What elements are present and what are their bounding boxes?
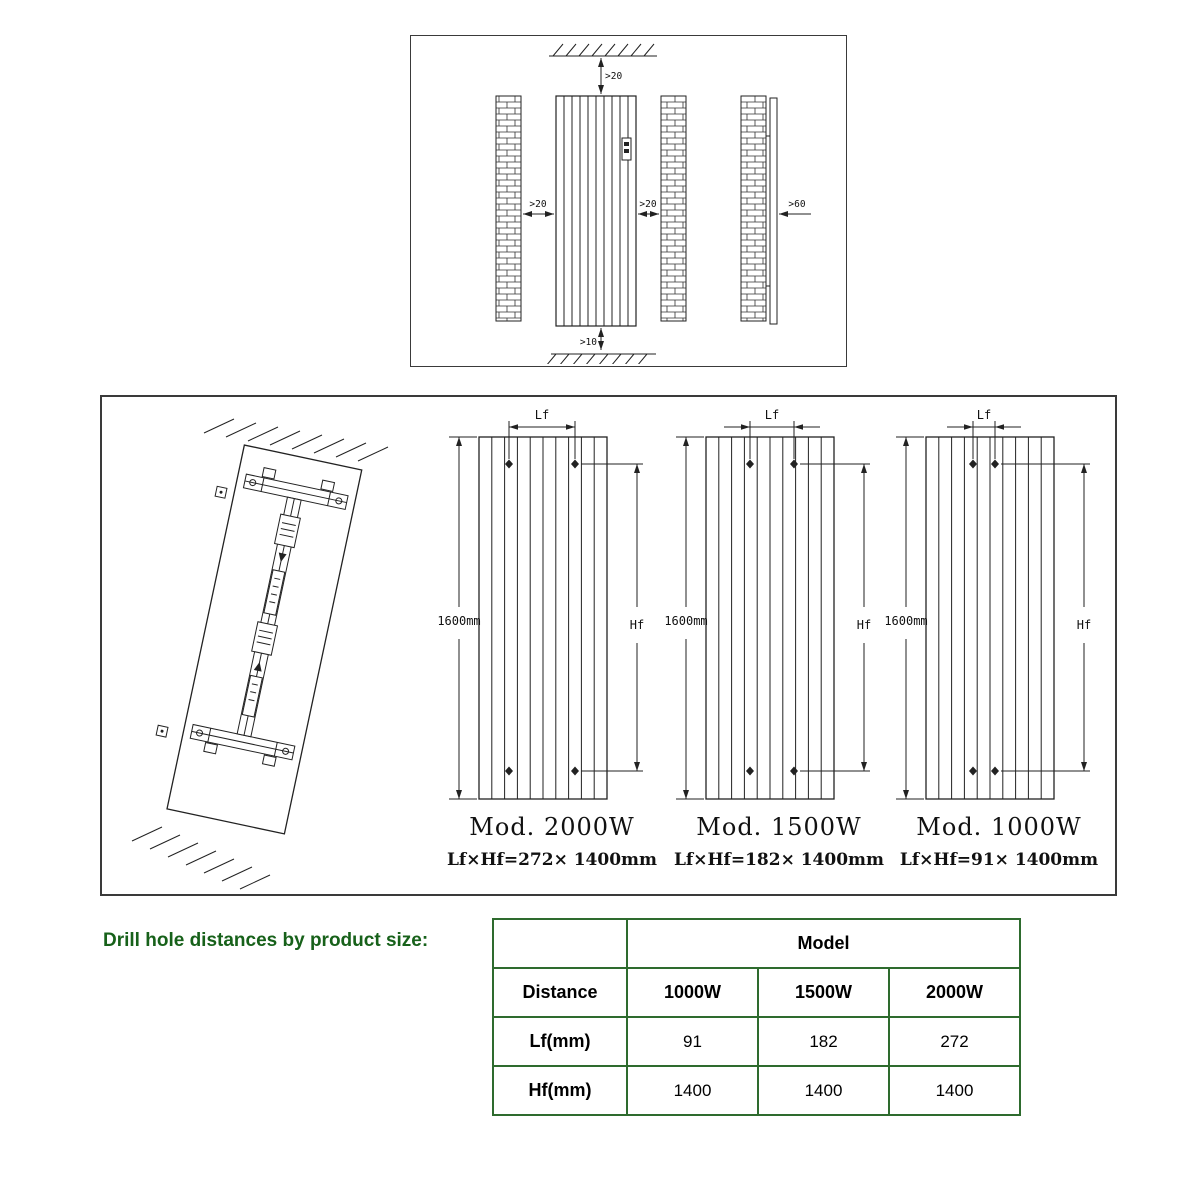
hf-value-1500w: 1400 <box>757 1065 890 1116</box>
drill-hole-markers <box>746 459 798 776</box>
floor-hatch <box>547 353 656 364</box>
hf-label: Hf <box>1077 618 1091 632</box>
hf-label: Hf <box>630 618 644 632</box>
drill-distance-table: Model Distance 1000W 1500W 2000W Lf(mm) … <box>492 918 1021 1116</box>
dimension-arrows <box>683 424 867 799</box>
side-clearance-dimension: >60 <box>779 199 811 217</box>
dimension-arrows <box>903 424 1087 799</box>
wall-clearance-diagram-box: >20 >20 >20 <box>410 35 847 367</box>
model-size: Lf×Hf=272× 1400mm <box>446 850 658 870</box>
brick-wall-left <box>495 95 522 322</box>
ceiling-hatch <box>549 43 657 57</box>
model-name: Mod. 1000W <box>916 813 1082 841</box>
bottom-clearance-dimension: >10 <box>580 328 604 350</box>
top-mounting-bracket <box>242 467 349 511</box>
lf-value-1500w: 182 <box>757 1016 890 1067</box>
ceiling-hatch-iso <box>203 418 389 462</box>
table-row: Distance 1000W 1500W 2000W <box>492 967 1021 1018</box>
column-header-2000w: 2000W <box>888 967 1021 1018</box>
lf-label: Lf <box>765 409 779 422</box>
lf-label: Lf <box>535 409 549 422</box>
hf-value-1000w: 1400 <box>626 1065 759 1116</box>
model-size: Lf×Hf=182× 1400mm <box>673 850 885 870</box>
model-header-cell: Model <box>626 918 1021 969</box>
model-name: Mod. 1500W <box>696 813 862 841</box>
front-view-1000w: Lf 1600mm Hf <box>884 409 1091 800</box>
floor-hatch-iso <box>131 826 271 890</box>
radiator-side-view <box>740 95 778 325</box>
dimension-arrows <box>456 424 640 799</box>
drill-hole-markers <box>969 459 999 776</box>
control-box <box>621 137 632 161</box>
left-gap-label: >20 <box>529 199 546 210</box>
top-clearance-label: >20 <box>605 71 622 82</box>
hf-value-2000w: 1400 <box>888 1065 1021 1116</box>
model-view-1000w: Lf 1600mm Hf Mod. 1000W Lf×Hf=91× 1400mm <box>884 409 1114 870</box>
bottom-clearance-label: >10 <box>580 337 597 348</box>
top-clearance-dimension: >20 <box>598 58 622 94</box>
hf-label: Hf <box>857 618 871 632</box>
dimension-diagrams-box: Lf 1600mm Hf Mod. 2000W Lf×Hf=272× 1400m… <box>100 395 1117 896</box>
table-row: Model <box>492 918 1021 969</box>
central-rail <box>236 496 302 738</box>
radiator-front-view <box>555 95 637 327</box>
height-label: 1600mm <box>664 614 707 628</box>
model-view-2000w: Lf 1600mm Hf Mod. 2000W Lf×Hf=272× 1400m… <box>437 409 667 870</box>
height-label: 1600mm <box>437 614 480 628</box>
front-view-2000w: Lf 1600mm Hf <box>437 409 644 800</box>
lf-label: Lf <box>977 409 991 422</box>
column-header-1500w: 1500W <box>757 967 890 1018</box>
column-header-1000w: 1000W <box>626 967 759 1018</box>
radiator-back-panel <box>155 444 363 835</box>
table-corner-cell <box>492 918 628 969</box>
isometric-rear-view <box>131 418 389 890</box>
lf-value-2000w: 272 <box>888 1016 1021 1067</box>
right-gap-dimension: >20 <box>638 199 659 217</box>
side-clearance-label: >60 <box>788 199 805 210</box>
drill-table-title: Drill hole distances by product size: <box>103 930 429 951</box>
distance-header-cell: Distance <box>492 967 628 1018</box>
table-row: Lf(mm) 91 182 272 <box>492 1016 1021 1067</box>
wall-clearance-diagram: >20 >20 >20 <box>495 43 811 364</box>
height-label: 1600mm <box>884 614 927 628</box>
wall-clip-symbols <box>155 485 228 738</box>
brick-wall-right <box>660 95 687 322</box>
lf-value-1000w: 91 <box>626 1016 759 1067</box>
left-gap-dimension: >20 <box>523 199 554 217</box>
model-view-1500w: Lf 1600mm Hf Mod. 1500W Lf×Hf=182× 1400m… <box>664 409 894 870</box>
lf-row-label: Lf(mm) <box>492 1016 628 1067</box>
right-gap-label: >20 <box>639 199 656 210</box>
front-view-1500w: Lf 1600mm Hf <box>664 409 871 800</box>
drill-hole-markers <box>505 459 579 776</box>
model-name: Mod. 2000W <box>469 813 635 841</box>
model-size: Lf×Hf=91× 1400mm <box>899 850 1099 870</box>
hf-row-label: Hf(mm) <box>492 1065 628 1116</box>
table-row: Hf(mm) 1400 1400 1400 <box>492 1065 1021 1116</box>
